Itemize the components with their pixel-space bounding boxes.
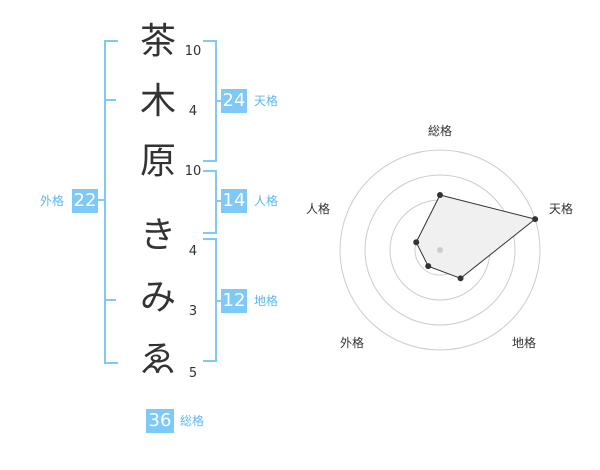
radar-label-soukaku: 総格: [428, 124, 453, 138]
soukaku-label: 総格: [180, 414, 205, 428]
gaikaku-bracket: [104, 40, 118, 364]
radar-point-1: [437, 192, 443, 198]
soukaku-value: 36: [146, 409, 174, 433]
stroke-count-6: 5: [188, 366, 198, 381]
radar-label-chikaku: 地格: [512, 336, 537, 350]
bracket-connector: [215, 200, 223, 202]
radar-chart: [339, 149, 541, 351]
radar-center-dot: [437, 247, 443, 253]
bracket-connector: [97, 199, 105, 201]
radar-point-2: [532, 216, 539, 223]
radar-point-5: [413, 239, 420, 246]
radar-label-tenkaku: 天格: [549, 202, 574, 216]
name-char-3: 原: [139, 141, 176, 182]
bracket-connector: [215, 300, 223, 302]
name-char-2: 木: [139, 81, 176, 122]
jinkaku-label: 人格: [254, 194, 279, 208]
radar-point-4: [425, 263, 432, 270]
name-char-6: ゑ: [139, 339, 176, 380]
radar-points: [413, 192, 539, 282]
bracket-connector: [215, 100, 223, 102]
chikaku-label: 地格: [254, 294, 279, 308]
radar-point-3: [457, 275, 464, 282]
tenkaku-value: 24: [221, 89, 247, 113]
radar-label-gaikaku: 外格: [340, 336, 365, 350]
stroke-count-2: 4: [188, 104, 198, 119]
radar-polygon: [415, 194, 537, 279]
gaikaku-value: 22: [72, 189, 98, 213]
stroke-count-4: 4: [188, 244, 198, 259]
radar-ring: [364, 174, 516, 326]
name-char-4: き: [139, 215, 176, 256]
jinkaku-value: 14: [221, 189, 247, 213]
gaikaku-label: 外格: [40, 194, 65, 208]
name-char-1: 茶: [139, 21, 176, 62]
tenkaku-label: 天格: [254, 94, 279, 108]
stroke-count-3: 10: [184, 164, 202, 179]
jinkaku-bracket: [203, 170, 217, 234]
name-char-5: み: [139, 277, 176, 318]
chikaku-value: 12: [221, 289, 247, 313]
stroke-count-1: 10: [184, 44, 202, 59]
radar-ring: [339, 149, 541, 351]
bracket-tick: [104, 99, 116, 101]
bracket-tick: [104, 299, 116, 301]
stroke-count-5: 3: [188, 304, 198, 319]
radar-label-jinkaku: 人格: [306, 202, 331, 216]
